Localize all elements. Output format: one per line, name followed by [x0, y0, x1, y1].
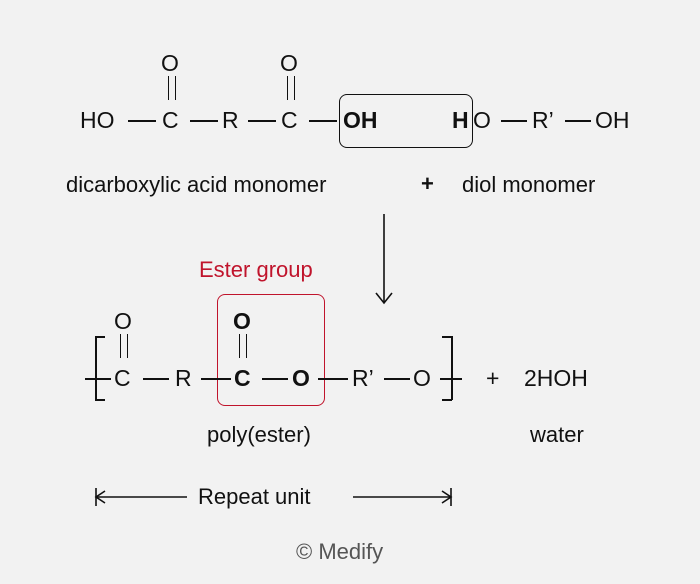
product-r-group: R	[175, 365, 192, 391]
product-plus-sign: +	[486, 365, 500, 391]
acid-carbon-2: C	[281, 107, 298, 133]
bond	[501, 120, 527, 122]
diol-hydrogen: H	[452, 107, 469, 133]
right-bracket-bottom	[442, 399, 452, 401]
product-r-prime-group: R’	[352, 365, 374, 391]
polyester-label: poly(ester)	[207, 422, 311, 447]
acid-oh-group: OH	[343, 107, 378, 133]
water-formula: 2HOH	[524, 365, 588, 391]
product-carbonyl-oxygen-1: O	[114, 308, 132, 334]
diol-oxygen: O	[473, 107, 491, 133]
left-bracket	[95, 336, 97, 400]
double-bond-3	[120, 334, 128, 358]
right-bracket	[451, 336, 453, 400]
water-label: water	[530, 422, 584, 447]
bond	[201, 378, 231, 380]
bond	[248, 120, 276, 122]
repeat-unit-label: Repeat unit	[198, 484, 311, 509]
diol-r-prime-group: R’	[532, 107, 554, 133]
bond	[309, 120, 337, 122]
bond	[565, 120, 591, 122]
acid-carbon-1: C	[162, 107, 179, 133]
acid-r-group: R	[222, 107, 239, 133]
ester-group-label: Ester group	[199, 257, 313, 282]
acid-carbonyl-oxygen-2: O	[280, 50, 298, 76]
ester-oxygen: O	[292, 365, 310, 391]
left-bracket-top	[95, 336, 105, 338]
bond	[262, 378, 288, 380]
product-carbonyl-oxygen-2: O	[233, 308, 251, 334]
right-bracket-top	[442, 336, 452, 338]
reaction-arrow-icon	[375, 214, 393, 305]
product-end-oxygen: O	[413, 365, 431, 391]
bond	[384, 378, 410, 380]
repeat-unit-arrows	[94, 488, 453, 506]
diol-monomer-label: diol monomer	[462, 172, 596, 197]
ester-group-box	[217, 294, 325, 406]
double-bond-4	[239, 334, 247, 358]
product-carbon-1: C	[114, 365, 131, 391]
ester-carbon: C	[234, 365, 251, 391]
copyright-text: © Medify	[296, 539, 384, 564]
diol-oh-group: OH	[595, 107, 630, 133]
reactant-plus-sign: +	[421, 171, 434, 196]
bond	[190, 120, 218, 122]
left-bracket-bottom	[95, 399, 105, 401]
double-bond-1	[168, 76, 176, 100]
acid-ho-group: HO	[80, 107, 115, 133]
acid-monomer-label: dicarboxylic acid monomer	[66, 172, 327, 197]
chain-bond-left	[85, 378, 111, 380]
bond	[318, 378, 348, 380]
double-bond-2	[287, 76, 295, 100]
bond	[143, 378, 169, 380]
acid-carbonyl-oxygen-1: O	[161, 50, 179, 76]
bond	[128, 120, 156, 122]
water-elimination-box	[339, 94, 473, 148]
